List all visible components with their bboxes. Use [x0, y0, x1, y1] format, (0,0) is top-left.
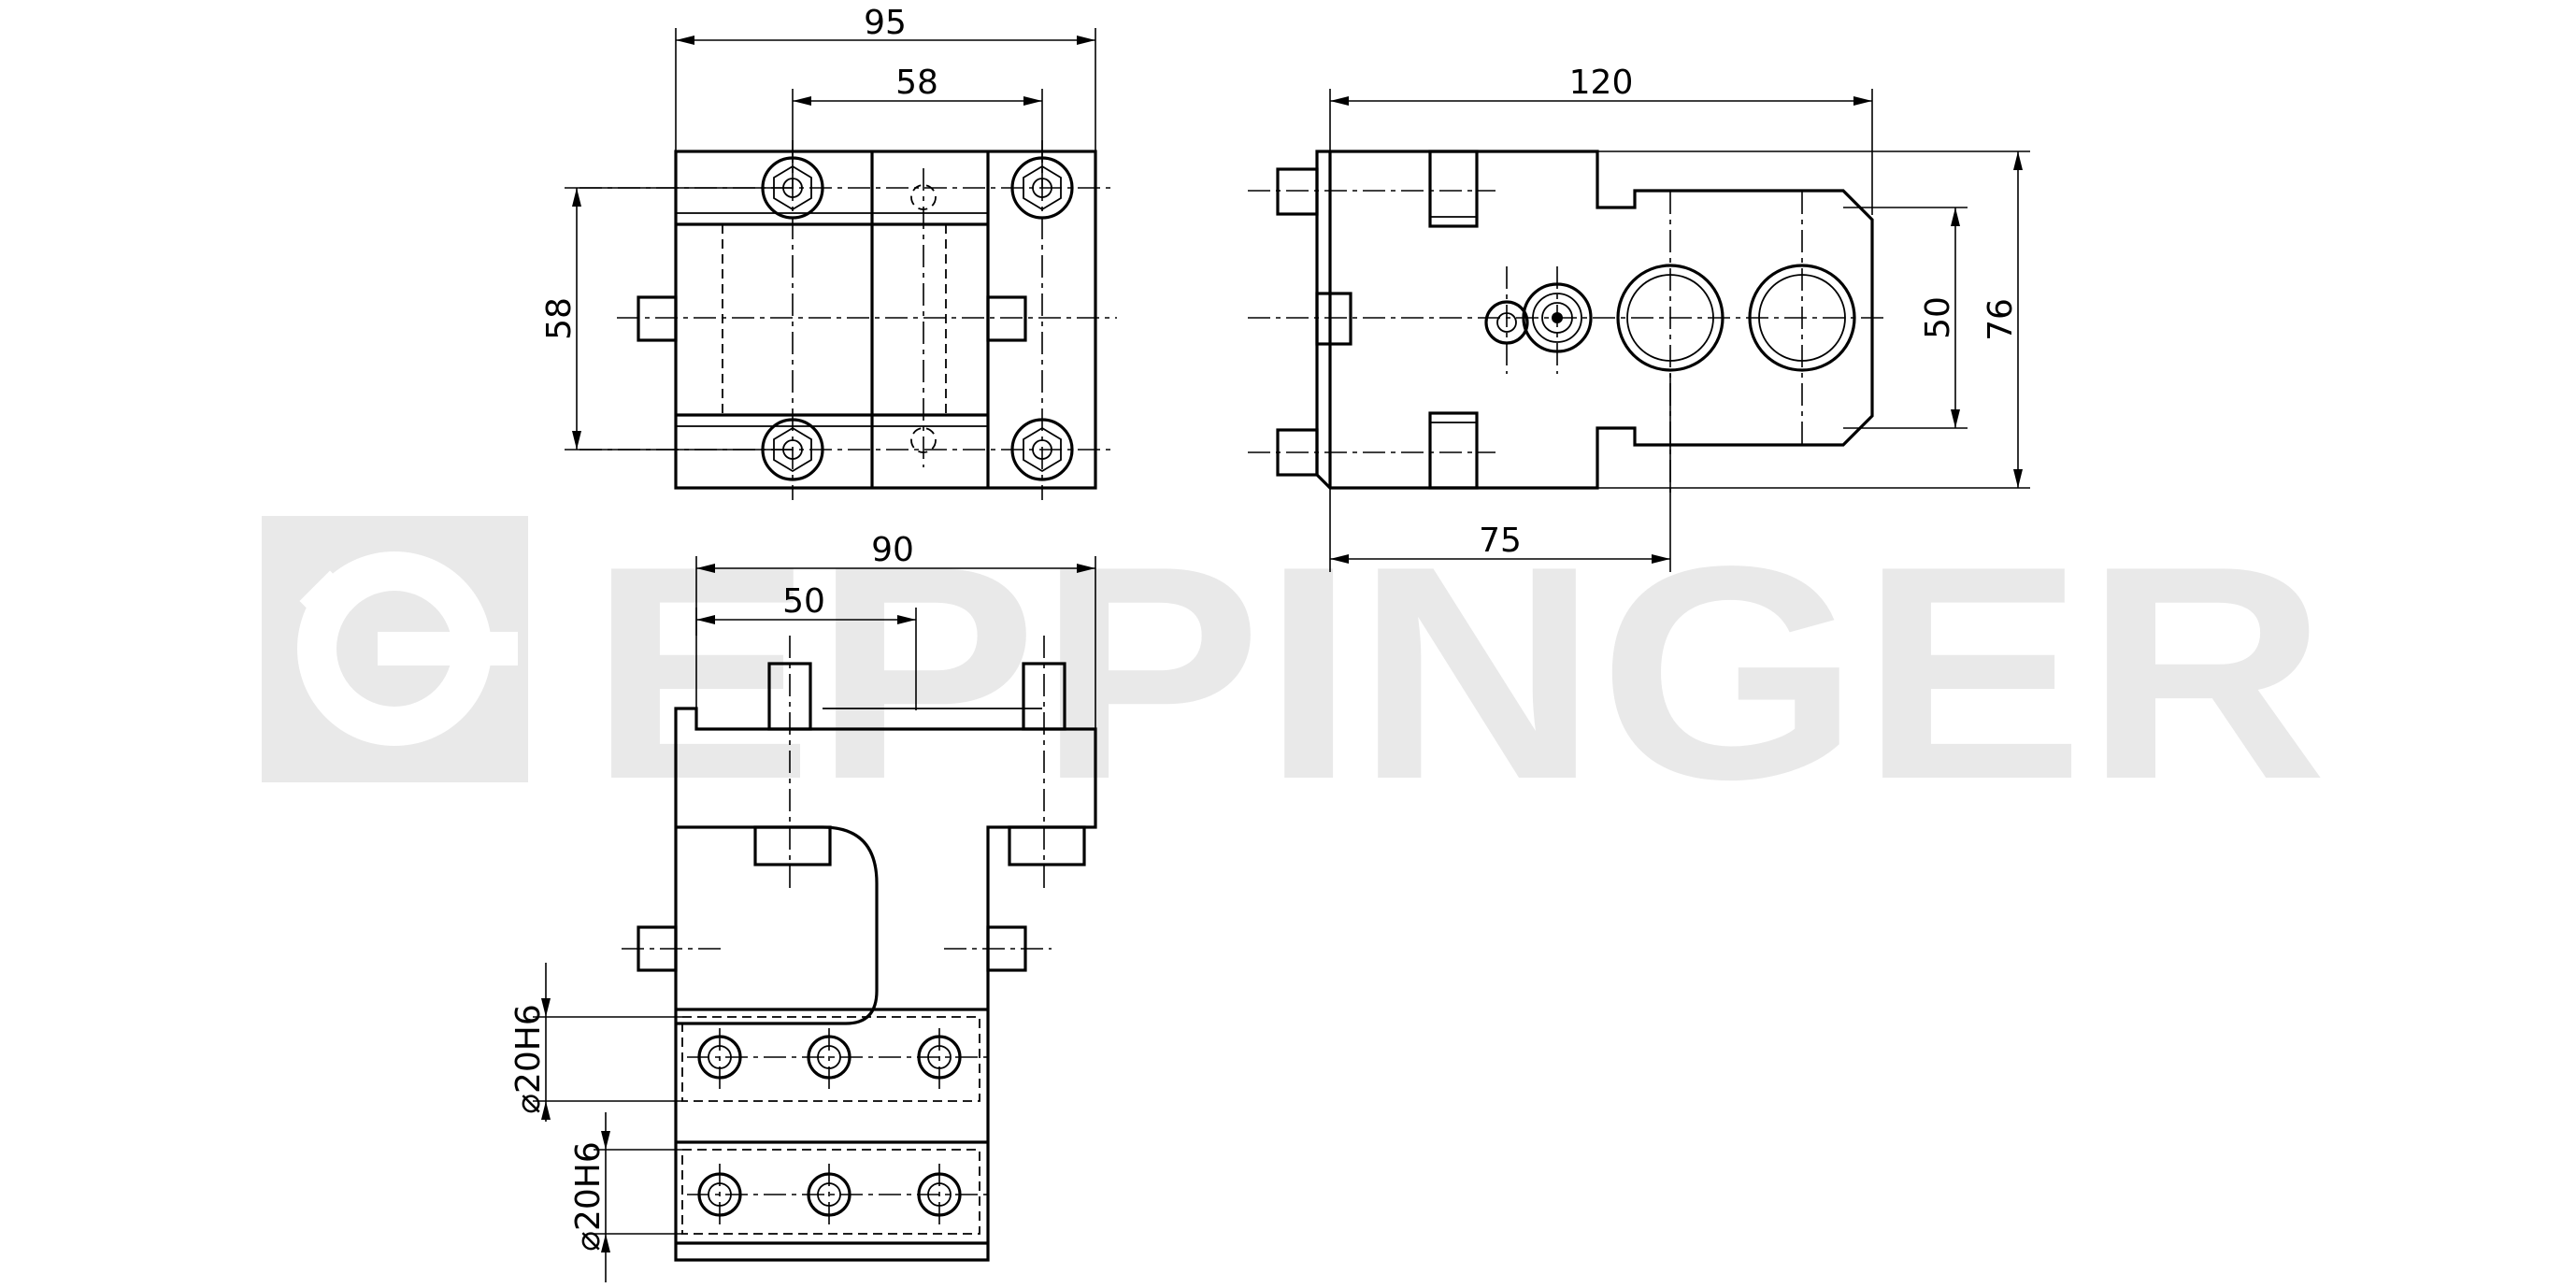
side-slot-bottom [1428, 411, 1479, 490]
top-view: 95 58 58 [540, 4, 1117, 500]
watermark-brand-text: EPPINGER [589, 503, 2327, 842]
dim-front-bore-upper: ⌀20H6 [509, 1004, 548, 1113]
dim-side-75: 75 [1479, 522, 1522, 560]
dim-top-58-h: 58 [895, 64, 938, 102]
dim-front-90: 90 [871, 531, 914, 569]
front-view-outline [674, 707, 1097, 1262]
watermark-logo-glyph [297, 551, 518, 746]
dim-front-bore-lower: ⌀20H6 [569, 1141, 608, 1251]
side-view-outline [1315, 150, 1874, 490]
front-hidden-bore-upper [681, 1016, 980, 1102]
dim-front-50: 50 [782, 582, 825, 621]
front-view: 90 50 ⌀20H6 ⌀20H6 [509, 531, 1097, 1282]
dim-top-58-v: 58 [540, 297, 579, 340]
dim-side-76: 76 [1982, 298, 2020, 341]
side-view: 120 50 76 75 [1248, 64, 2030, 572]
pin-left [637, 295, 678, 342]
side-slot-top [1428, 150, 1479, 228]
front-hidden-bore-lower [681, 1149, 980, 1235]
dim-side-50: 50 [1919, 296, 1957, 339]
dim-side-120: 120 [1569, 64, 1634, 102]
side-pin-top [1276, 167, 1319, 216]
eppinger-watermark: EPPINGER [262, 503, 2327, 842]
pin-right [986, 295, 1027, 342]
top-view-outline [674, 150, 1097, 490]
side-key [1315, 292, 1352, 346]
front-view-cavity [676, 825, 879, 1025]
front-slot-left [753, 825, 832, 866]
dim-top-95: 95 [864, 4, 907, 42]
front-slot-right [1008, 825, 1086, 866]
